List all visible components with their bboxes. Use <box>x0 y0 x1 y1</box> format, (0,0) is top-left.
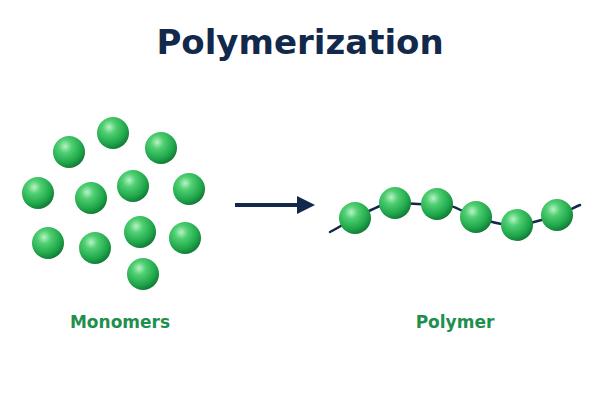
group-label: Monomers <box>20 312 220 332</box>
monomer-sphere <box>53 136 85 168</box>
polymer-bead <box>501 209 533 241</box>
polymer-bead <box>421 188 453 220</box>
monomer-sphere <box>32 227 64 259</box>
polymer-bead <box>460 201 492 233</box>
monomer-sphere <box>79 232 111 264</box>
diagram-title: Polymerization <box>0 22 600 62</box>
group-label: Polymer <box>315 312 595 332</box>
monomer-sphere <box>75 182 107 214</box>
polymer-chain <box>330 187 580 241</box>
polymer-bead <box>541 199 573 231</box>
monomer-sphere <box>173 173 205 205</box>
monomer-sphere <box>169 222 201 254</box>
monomer-sphere <box>97 117 129 149</box>
reaction-arrow <box>235 203 305 207</box>
diagram-group: Monomers <box>20 110 235 340</box>
polymer-bead <box>379 187 411 219</box>
monomer-sphere <box>22 177 54 209</box>
diagram-group: Polymer <box>315 160 595 340</box>
monomer-cluster <box>22 117 205 290</box>
monomer-sphere <box>127 258 159 290</box>
polymer-bead <box>339 202 371 234</box>
monomer-sphere <box>117 170 149 202</box>
monomer-sphere <box>145 132 177 164</box>
monomer-sphere <box>124 216 156 248</box>
